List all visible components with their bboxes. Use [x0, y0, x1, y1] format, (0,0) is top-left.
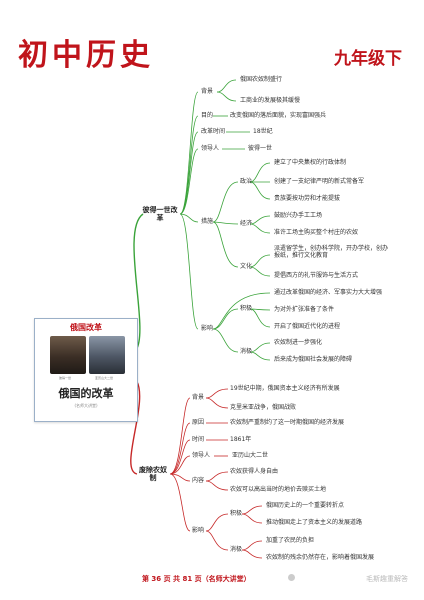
serf-leader: 亚历山大二世: [232, 452, 269, 459]
label-serf-content: 内容: [192, 477, 205, 484]
card-main-title: 俄国的改革: [58, 387, 114, 400]
grade-label: 九年级下: [334, 49, 402, 69]
label-serf-positive: 积极: [230, 510, 243, 517]
serf-negative-item: 加重了农民的负担: [266, 537, 315, 544]
label-culture: 文化: [240, 263, 253, 270]
economy-item: 鼓励兴办手工工场: [274, 212, 323, 219]
peter-background-item: 俄国农奴制盛行: [240, 76, 283, 83]
label-peter-purpose: 目的: [201, 112, 214, 119]
label-peter-time: 改革时间: [201, 128, 226, 135]
hub-peter-reform: 彼得一世改革: [142, 206, 178, 222]
serf-positive-item: 俄国历史上的一个重要转折点: [266, 502, 345, 509]
politics-item: 贵族要按功劳和才能提拔: [274, 195, 341, 202]
peter-negative-item: 农奴制进一步强化: [274, 339, 323, 346]
label-peter-leader: 领导人: [201, 145, 220, 152]
serf-content-item: 农奴可以高出当时的地价去赎买土地: [230, 486, 327, 493]
label-serf-background: 背景: [192, 394, 205, 401]
hub-serfdom-abolition: 废除农奴制: [139, 466, 167, 482]
serf-time: 1861年: [230, 436, 252, 443]
label-politics: 政治: [240, 178, 253, 185]
label-peter-positive: 积极: [240, 305, 253, 312]
label-serf-cause: 原因: [192, 419, 205, 426]
portrait-peter-image: [50, 336, 86, 374]
watermark: 毛斯趣重解答: [366, 575, 408, 583]
page-footer: 第 36 页 共 81 页（名师大讲堂）: [142, 575, 251, 583]
label-peter-measures: 措施: [201, 218, 214, 225]
peter-positive-item: 开启了俄国近代化的进程: [274, 323, 341, 330]
serf-background-item: 19世纪中期，俄国资本主义经济有所发展: [230, 385, 340, 392]
peter-leader: 彼得一世: [248, 145, 273, 152]
page-title: 初中历史: [18, 38, 154, 73]
label-peter-background: 背景: [201, 88, 214, 95]
label-serf-time: 时间: [192, 436, 205, 443]
peter-time: 18世纪: [253, 128, 273, 135]
serf-background-item: 克里米亚战争，俄国战败: [230, 404, 297, 411]
economy-item: 准许工场主购买整个村庄的农奴: [274, 229, 359, 236]
serf-negative-item: 农奴制的残余仍然存在，影响着俄国发展: [266, 554, 375, 561]
peter-negative-item: 后来成为俄国社会发展的障碍: [274, 356, 353, 363]
serf-content-item: 农奴获得人身自由: [230, 468, 279, 475]
label-serf-impact: 影响: [192, 527, 205, 534]
card-subtitle: (名师大讲堂): [74, 403, 98, 408]
caption-right: 亚历山大二世: [95, 376, 114, 380]
label-serf-leader: 领导人: [192, 452, 211, 459]
caption-left: 彼得一世: [59, 376, 72, 380]
peter-background-item: 工商业的发展极其缓慢: [240, 97, 301, 104]
label-peter-negative: 消极: [240, 348, 253, 355]
serf-cause: 农奴制严重制约了这一时期俄国的经济发展: [230, 419, 345, 426]
watermark-icon: [288, 574, 295, 581]
label-economy: 经济: [240, 220, 253, 227]
culture-item: 提倡西方的礼节服饰与生活方式: [274, 272, 359, 279]
peter-positive-item: 为对外扩张准备了条件: [274, 306, 335, 313]
serf-positive-item: 推动俄国走上了资本主义的发展道路: [266, 519, 363, 526]
portrait-alexander-image: [89, 336, 125, 374]
label-peter-impact: 影响: [201, 325, 214, 332]
politics-item: 创建了一支纪律严明的新式常备军: [274, 178, 365, 185]
peter-impact-top: 通过改革俄国的经济、军事实力大大增强: [274, 289, 383, 296]
card-image-title: 俄国改革: [70, 322, 102, 332]
label-serf-negative: 消极: [230, 546, 243, 553]
politics-item: 建立了中央集权的行政体制: [274, 159, 347, 166]
topic-card: 俄国改革 彼得一世 亚历山大二世 俄国的改革 (名师大讲堂): [34, 318, 138, 422]
peter-purpose: 改变俄国的落后面貌，实现富国强兵: [230, 112, 327, 119]
culture-item: 派遣留学生，创办科学院，开办学校，创办报纸，推行文化教育: [274, 245, 389, 259]
